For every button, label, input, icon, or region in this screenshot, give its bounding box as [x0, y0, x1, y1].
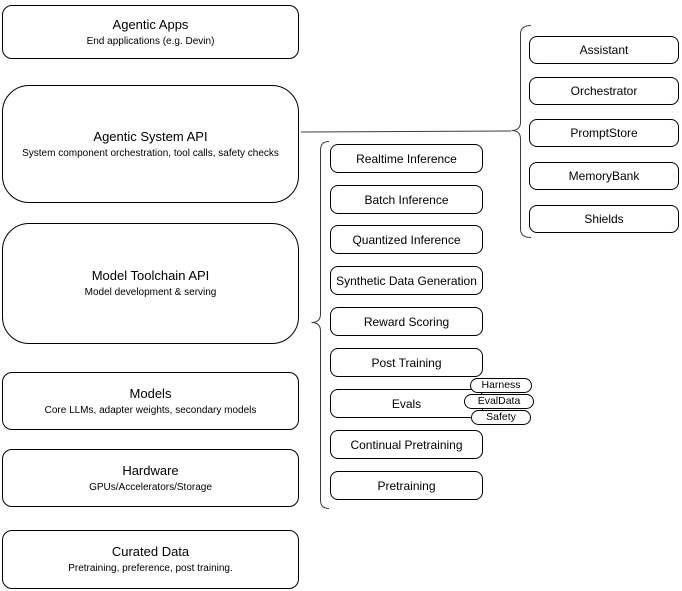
box-hardware: Hardware GPUs/Accelerators/Storage	[2, 449, 299, 507]
component-assistant: Assistant	[529, 36, 679, 64]
eval-tag-harness: Harness	[470, 378, 532, 393]
box-subtitle: System component orchestration, tool cal…	[22, 147, 279, 159]
box-title: Agentic Apps	[112, 16, 189, 32]
box-models: Models Core LLMs, adapter weights, secon…	[2, 372, 299, 430]
module-realtime-inference: Realtime Inference	[330, 144, 483, 173]
box-subtitle: Pretraining, preference, post training.	[68, 563, 233, 574]
module-quantized-inference: Quantized Inference	[330, 225, 483, 254]
module-batch-inference: Batch Inference	[330, 185, 483, 214]
box-subtitle: End applications (e.g. Devin)	[86, 35, 215, 47]
module-pretraining: Pretraining	[330, 471, 483, 500]
box-subtitle: Model development & serving	[84, 287, 217, 298]
component-orchestrator: Orchestrator	[529, 77, 679, 105]
box-agentic-apps: Agentic Apps End applications (e.g. Devi…	[2, 5, 299, 59]
eval-tag-safety: Safety	[471, 410, 531, 425]
module-synthetic-data-generation: Synthetic Data Generation	[330, 266, 483, 295]
box-model-toolchain-api: Model Toolchain API Model development & …	[2, 223, 299, 344]
box-subtitle: GPUs/Accelerators/Storage	[89, 481, 212, 493]
component-shields: Shields	[529, 205, 679, 233]
component-memorybank: MemoryBank	[529, 162, 679, 190]
module-continual-pretraining: Continual Pretraining	[330, 430, 483, 459]
box-title: Agentic System API	[93, 128, 208, 144]
module-reward-scoring: Reward Scoring	[330, 307, 483, 336]
box-curated-data: Curated Data Pretraining, preference, po…	[2, 530, 299, 589]
eval-tag-evaldata: EvalData	[464, 394, 534, 409]
box-title: Model Toolchain API	[91, 268, 210, 283]
box-subtitle: Core LLMs, adapter weights, secondary mo…	[44, 404, 257, 416]
box-title: Hardware	[122, 462, 179, 478]
module-evals: Evals	[330, 389, 483, 418]
component-promptstore: PromptStore	[529, 119, 679, 147]
system-api-connector-line	[300, 130, 512, 133]
toolchain-group-brace	[311, 141, 330, 509]
box-title: Models	[129, 385, 172, 401]
module-post-training: Post Training	[330, 348, 483, 377]
box-title: Curated Data	[111, 544, 190, 559]
box-agentic-system-api: Agentic System API System component orch…	[2, 85, 299, 203]
